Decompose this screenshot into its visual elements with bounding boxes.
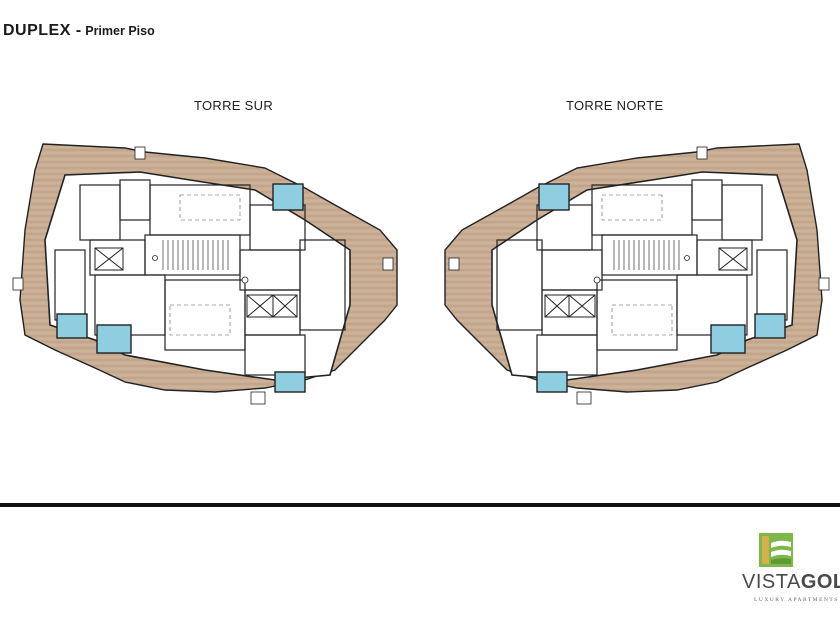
brand-wordmark: VISTAGOLF <box>742 571 840 594</box>
brand-name-part2: GOLF <box>800 571 840 593</box>
north-pool-2 <box>754 313 786 339</box>
north-pool-1 <box>538 183 570 211</box>
title-main: DUPLEX <box>3 22 71 39</box>
brand-logo: VISTAGOLF LUXURY APARTMENTS <box>742 533 840 630</box>
south-pool-2 <box>56 313 88 339</box>
north-pool-4 <box>536 371 568 393</box>
footer-divider <box>0 503 840 507</box>
title-subtitle: Primer Piso <box>85 24 155 38</box>
tower-label-south: TORRE SUR <box>194 98 274 113</box>
north-plan-group <box>444 143 830 405</box>
south-pool-4 <box>274 371 306 393</box>
north-pool-3 <box>710 324 746 354</box>
brand-tagline: LUXURY APARTMENTS <box>754 597 839 603</box>
page-title: DUPLEX-Primer Piso <box>3 22 155 40</box>
floor-plan-south <box>12 143 398 405</box>
south-pool-1 <box>272 183 304 211</box>
vistagolf-emblem-icon <box>759 533 793 567</box>
title-separator: - <box>75 22 82 39</box>
tower-label-north: TORRE NORTE <box>566 98 664 113</box>
south-plan-group <box>12 143 398 405</box>
south-pool-3 <box>96 324 132 354</box>
floor-plan-north <box>444 143 830 405</box>
brand-name-part1: VISTA <box>742 571 801 593</box>
